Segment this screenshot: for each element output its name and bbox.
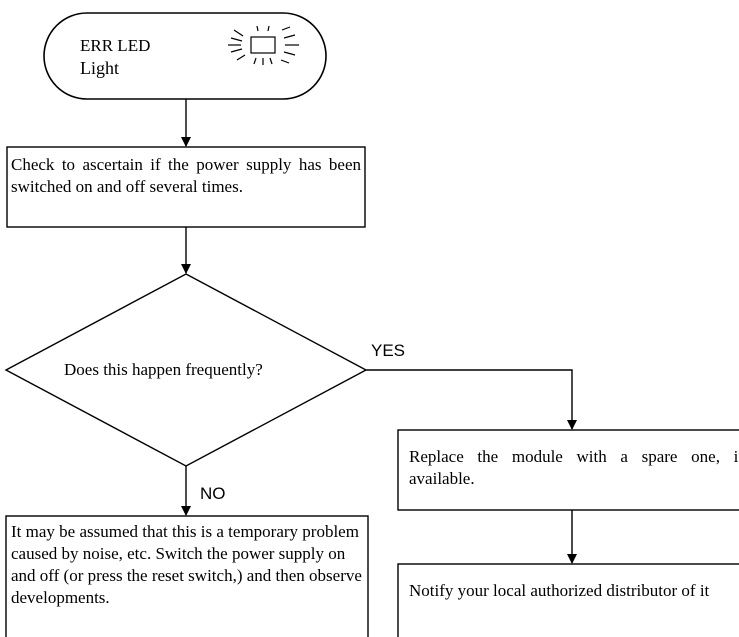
replace-module-box [397,429,739,511]
notify-distributor-text: Notify your local authorized distributor… [409,581,710,600]
replace-module-text: Replace the module with a spare one, if … [409,447,739,488]
start-label-line2: Light [80,58,119,78]
no-label: NO [200,484,226,503]
blinking-led-icon [228,25,299,65]
yes-label: YES [371,341,406,360]
temporary-problem-box [5,515,369,637]
temporary-problem-text: It may be assumed that this is a tempora… [11,522,362,607]
notify-distributor-box [397,563,739,637]
start-label-line1: ERR LED [80,36,151,55]
check-power-text: Check to ascertain if the power supply h… [11,155,361,196]
connector-yes [366,369,577,430]
decision-question: Does this happen frequently? [64,360,263,379]
start-terminator [43,12,327,100]
